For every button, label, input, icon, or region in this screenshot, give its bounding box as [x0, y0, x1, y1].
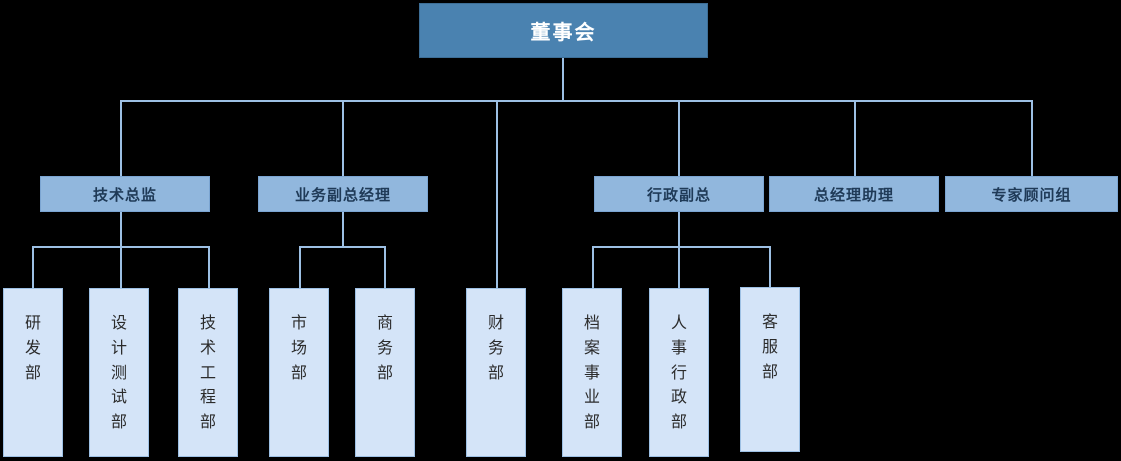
connector-bus-admin-vp — [592, 246, 770, 248]
node-label: 研发部 — [24, 313, 41, 382]
node-label: 档案事业部 — [583, 313, 600, 432]
connector-drop-market-dept — [299, 246, 301, 288]
node-label: 董事会 — [530, 20, 597, 44]
node-label: 市场部 — [290, 313, 307, 382]
connector-drop-commerce-dept — [384, 246, 386, 288]
node-label: 设计测试部 — [110, 313, 127, 432]
connector-drop-tech-eng-dept — [208, 246, 210, 288]
connector-stem-admin-vp — [678, 212, 680, 248]
node-label: 技术工程部 — [199, 313, 216, 432]
node-admin-vp[interactable]: 行政副总 — [594, 176, 764, 212]
node-design-test-dept[interactable]: 设计测试部 — [89, 288, 149, 457]
node-label: 技术总监 — [92, 185, 157, 204]
node-label: 人事行政部 — [670, 313, 687, 432]
node-finance-dept[interactable]: 财务部 — [466, 288, 526, 457]
node-label: 总经理助理 — [813, 185, 894, 204]
connector-drop-hr-admin-dept — [678, 246, 680, 288]
connector-stem-business-vp — [342, 212, 344, 248]
connector-drop-archive-dept — [592, 246, 594, 288]
node-gm-assistant[interactable]: 总经理助理 — [769, 176, 939, 212]
node-market-dept[interactable]: 市场部 — [269, 288, 329, 457]
node-label: 财务部 — [487, 313, 504, 382]
connector-drop-business-vp — [342, 100, 344, 176]
connector-stem-tech-director — [120, 212, 122, 248]
node-hr-admin-dept[interactable]: 人事行政部 — [649, 288, 709, 457]
node-tech-eng-dept[interactable]: 技术工程部 — [178, 288, 238, 457]
node-label: 客服部 — [761, 312, 778, 381]
node-archive-dept[interactable]: 档案事业部 — [562, 288, 622, 457]
connector-drop-gm-assistant — [854, 100, 856, 176]
node-label: 专家顾问组 — [991, 185, 1072, 204]
node-commerce-dept[interactable]: 商务部 — [355, 288, 415, 457]
node-board-of-directors[interactable]: 董事会 — [419, 3, 708, 58]
connector-bus-business-vp — [299, 246, 386, 248]
node-expert-group[interactable]: 专家顾问组 — [945, 176, 1118, 212]
node-business-vp[interactable]: 业务副总经理 — [258, 176, 428, 212]
node-customer-service-dept[interactable]: 客服部 — [740, 287, 800, 452]
connector-drop-finance-dept — [496, 100, 498, 288]
connector-drop-rd-dept — [32, 246, 34, 288]
node-tech-director[interactable]: 技术总监 — [40, 176, 210, 212]
connector-drop-admin-vp — [678, 100, 680, 176]
node-label: 商务部 — [376, 313, 393, 382]
connector-level2-bus — [120, 100, 1032, 102]
connector-root-stem — [562, 58, 564, 102]
connector-drop-customer-service-dept — [769, 246, 771, 288]
node-label: 行政副总 — [646, 185, 711, 204]
connector-drop-design-test-dept — [120, 246, 122, 288]
connector-drop-expert-group — [1031, 100, 1033, 176]
connector-drop-tech-director — [120, 100, 122, 176]
node-rd-dept[interactable]: 研发部 — [3, 288, 63, 457]
node-label: 业务副总经理 — [294, 185, 391, 204]
